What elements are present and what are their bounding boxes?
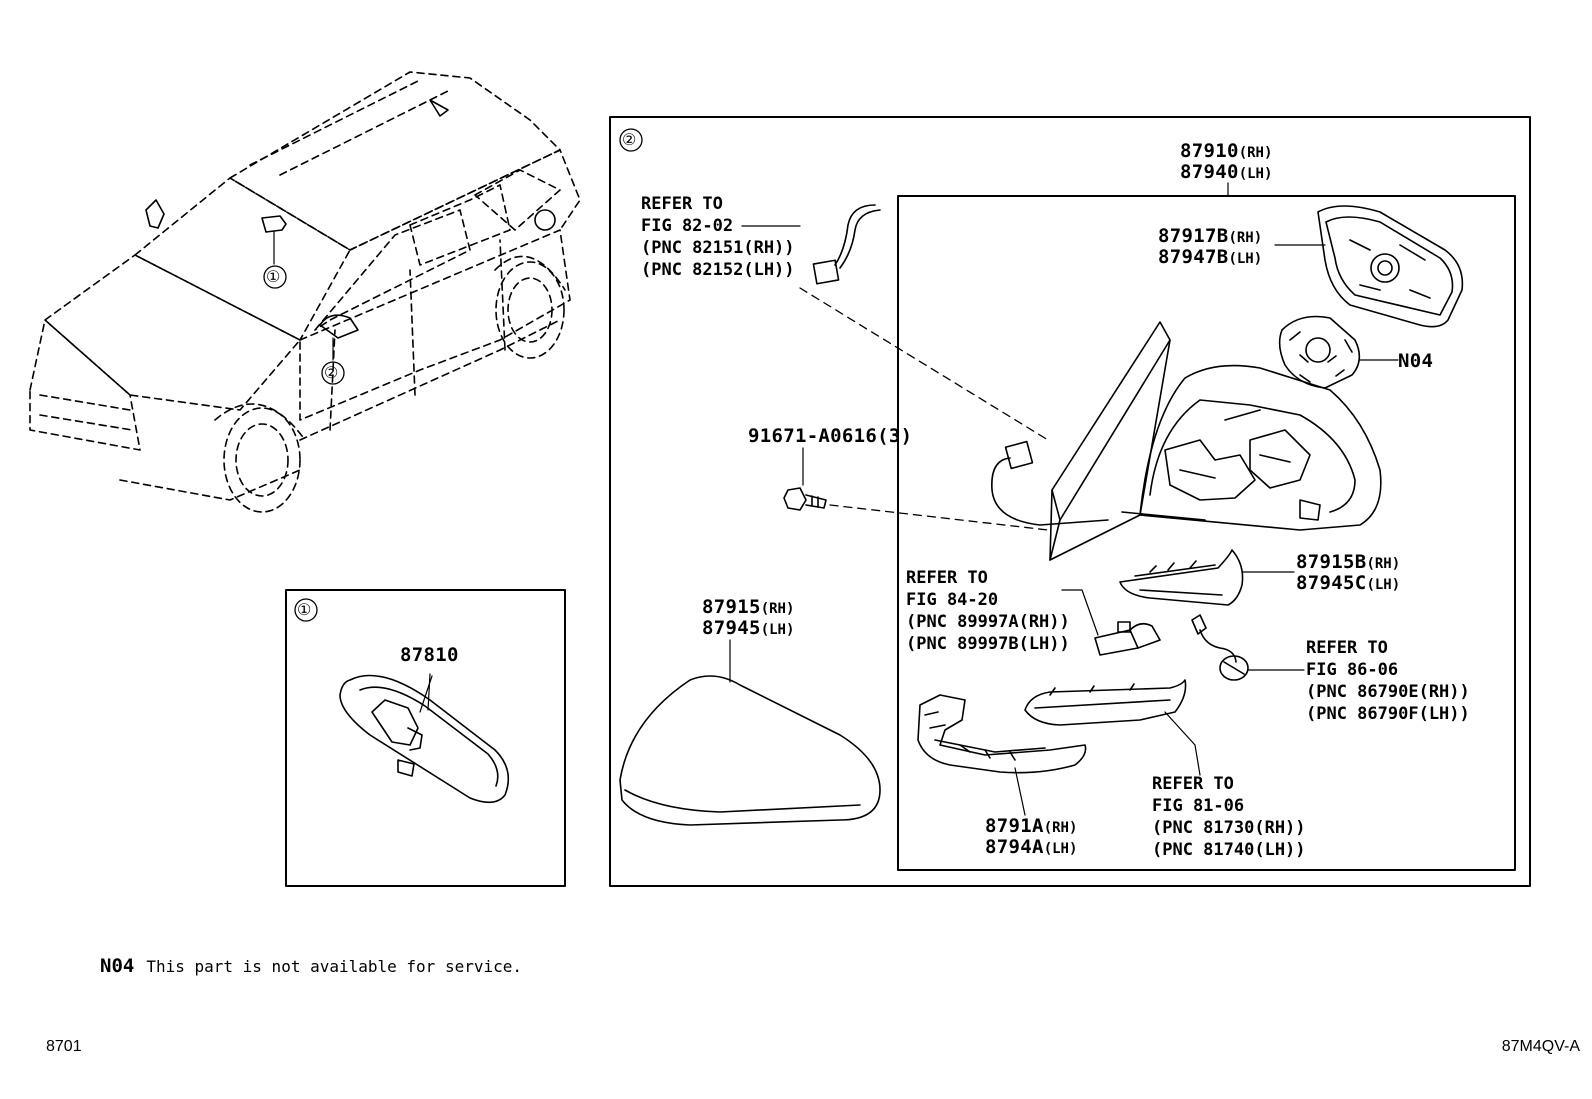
part-label-8791A: 8791A(RH) bbox=[985, 816, 1077, 839]
part-label-91671: 91671-A0616(3) bbox=[748, 426, 912, 447]
part-number: 87947B bbox=[1158, 246, 1229, 268]
ref-line: (PNC 89997B(LH)) bbox=[906, 634, 1070, 654]
part-number: 87945C bbox=[1296, 572, 1367, 594]
ref-line: (PNC 89997A(RH)) bbox=[906, 612, 1070, 632]
vehicle-wheels bbox=[214, 255, 566, 513]
callout-1-marker bbox=[263, 265, 287, 289]
part-side: (RH) bbox=[1228, 230, 1263, 246]
part-number: 87940 bbox=[1180, 161, 1239, 183]
part-side: (LH) bbox=[1228, 251, 1263, 267]
part-number: 87945 bbox=[702, 617, 761, 639]
part-label-87940: 87940(LH) bbox=[1180, 162, 1272, 185]
part-number: 87915B bbox=[1296, 551, 1367, 573]
vehicle-part-highlights bbox=[145, 99, 556, 339]
vehicle-callout-leaders bbox=[273, 231, 334, 361]
part-label-n04: N04 bbox=[1398, 351, 1433, 372]
mirror-body-illustration bbox=[1049, 321, 1382, 561]
ref-line: FIG 81-06 bbox=[1152, 796, 1245, 816]
vehicle-callout-2: ② bbox=[324, 363, 339, 382]
harness-dashed-link bbox=[799, 287, 1049, 441]
inner-mirror-illustration bbox=[339, 674, 510, 804]
part-label-87947B: 87947B(LH) bbox=[1158, 247, 1262, 270]
ref-line: FIG 84-20 bbox=[906, 590, 999, 610]
mirror-harness bbox=[991, 440, 1109, 526]
ref-line: (PNC 82151(RH)) bbox=[641, 238, 795, 258]
box2-callout-marker bbox=[619, 128, 643, 152]
part-label-8794A: 8794A(LH) bbox=[985, 837, 1077, 860]
bolt-dashed-link bbox=[829, 504, 1049, 531]
connector-8420-illustration bbox=[1094, 621, 1161, 656]
turn-signal-lens-illustration bbox=[1024, 679, 1187, 726]
p87810-leader bbox=[427, 673, 431, 711]
ref-line: REFER TO bbox=[906, 568, 988, 588]
fig8420-leader bbox=[1061, 589, 1099, 636]
refer-fig-84-20[interactable]: REFER TO FIG 84-20 (PNC 89997A(RH)) (PNC… bbox=[906, 567, 1070, 655]
socket-8606-illustration bbox=[1191, 614, 1249, 681]
part-label-87945: 87945(LH) bbox=[702, 618, 794, 641]
part-number: 8791A bbox=[985, 815, 1044, 837]
part-label-87810: 87810 bbox=[400, 645, 459, 666]
part-number: 87910 bbox=[1180, 140, 1239, 162]
actuator-illustration bbox=[1278, 315, 1361, 389]
callout-2-marker bbox=[321, 361, 345, 385]
mirror-assy-subframe bbox=[897, 195, 1516, 871]
p8791A-leader bbox=[1014, 767, 1026, 816]
vehicle-illustration bbox=[29, 71, 581, 501]
refer-fig-82-02[interactable]: REFER TO FIG 82-02 (PNC 82151(RH)) (PNC … bbox=[641, 193, 795, 281]
part-side: (LH) bbox=[760, 622, 795, 638]
service-note: N04 This part is not available for servic… bbox=[100, 955, 522, 977]
turn-lamp-cover-illustration bbox=[1119, 549, 1244, 606]
ref-line: REFER TO bbox=[1152, 774, 1234, 794]
part-number: 87917B bbox=[1158, 225, 1229, 247]
part-label-87945C: 87945C(LH) bbox=[1296, 573, 1400, 596]
part-side: (LH) bbox=[1238, 166, 1273, 182]
ref-line: REFER TO bbox=[641, 194, 723, 214]
ref-line: (PNC 86790E(RH)) bbox=[1306, 682, 1470, 702]
part-number: 87915 bbox=[702, 596, 761, 618]
part-number: 87810 bbox=[400, 644, 459, 666]
inner-mirror-frame bbox=[285, 589, 566, 887]
part-number: N04 bbox=[1398, 350, 1434, 372]
refer-fig-86-06[interactable]: REFER TO FIG 86-06 (PNC 86790E(RH)) (PNC… bbox=[1306, 637, 1470, 725]
part-side: (LH) bbox=[1043, 841, 1078, 857]
part-side: (RH) bbox=[760, 601, 795, 617]
ref-line: (PNC 82152(LH)) bbox=[641, 260, 795, 280]
ref-line: FIG 86-06 bbox=[1306, 660, 1399, 680]
ref-line: (PNC 86790F(LH)) bbox=[1306, 704, 1470, 724]
mirror-cover-illustration bbox=[619, 675, 881, 826]
part-side: (RH) bbox=[1238, 145, 1273, 161]
ref-line: (PNC 81740(LH)) bbox=[1152, 840, 1306, 860]
vehicle-callout-1: ① bbox=[266, 267, 281, 286]
bolt-illustration bbox=[783, 487, 827, 511]
part-label-87917B: 87917B(RH) bbox=[1158, 226, 1262, 249]
note-code: N04 bbox=[100, 955, 135, 977]
part-side: (RH) bbox=[1043, 820, 1078, 836]
part-side: (RH) bbox=[1366, 556, 1401, 572]
box1-callout: ① bbox=[297, 600, 312, 619]
ref-line: (PNC 81730(RH)) bbox=[1152, 818, 1306, 838]
part-side: (LH) bbox=[1366, 577, 1401, 593]
refer-fig-81-06[interactable]: REFER TO FIG 81-06 (PNC 81730(RH)) (PNC … bbox=[1152, 773, 1306, 861]
box1-callout-marker bbox=[294, 598, 318, 622]
note-text: This part is not available for service. bbox=[146, 957, 523, 976]
box2-callout: ② bbox=[622, 130, 637, 149]
footer-illustration-code: 87M4QV-A bbox=[1501, 1038, 1580, 1055]
fig8106-leader bbox=[1164, 711, 1201, 776]
footer-figure-number: 8701 bbox=[46, 1038, 82, 1055]
part-label-87915: 87915(RH) bbox=[702, 597, 794, 620]
part-number: 91671-A0616(3) bbox=[748, 425, 913, 447]
outer-mirror-frame bbox=[609, 116, 1531, 887]
ref-line: REFER TO bbox=[1306, 638, 1388, 658]
part-number: 8794A bbox=[985, 836, 1044, 858]
part-label-87910: 87910(RH) bbox=[1180, 141, 1272, 164]
ref-line: FIG 82-02 bbox=[641, 216, 734, 236]
mirror-glass-illustration bbox=[1317, 205, 1464, 328]
harness-connector-top bbox=[812, 204, 881, 285]
part-label-87915B: 87915B(RH) bbox=[1296, 552, 1400, 575]
lamp-bracket-illustration bbox=[917, 694, 1087, 774]
